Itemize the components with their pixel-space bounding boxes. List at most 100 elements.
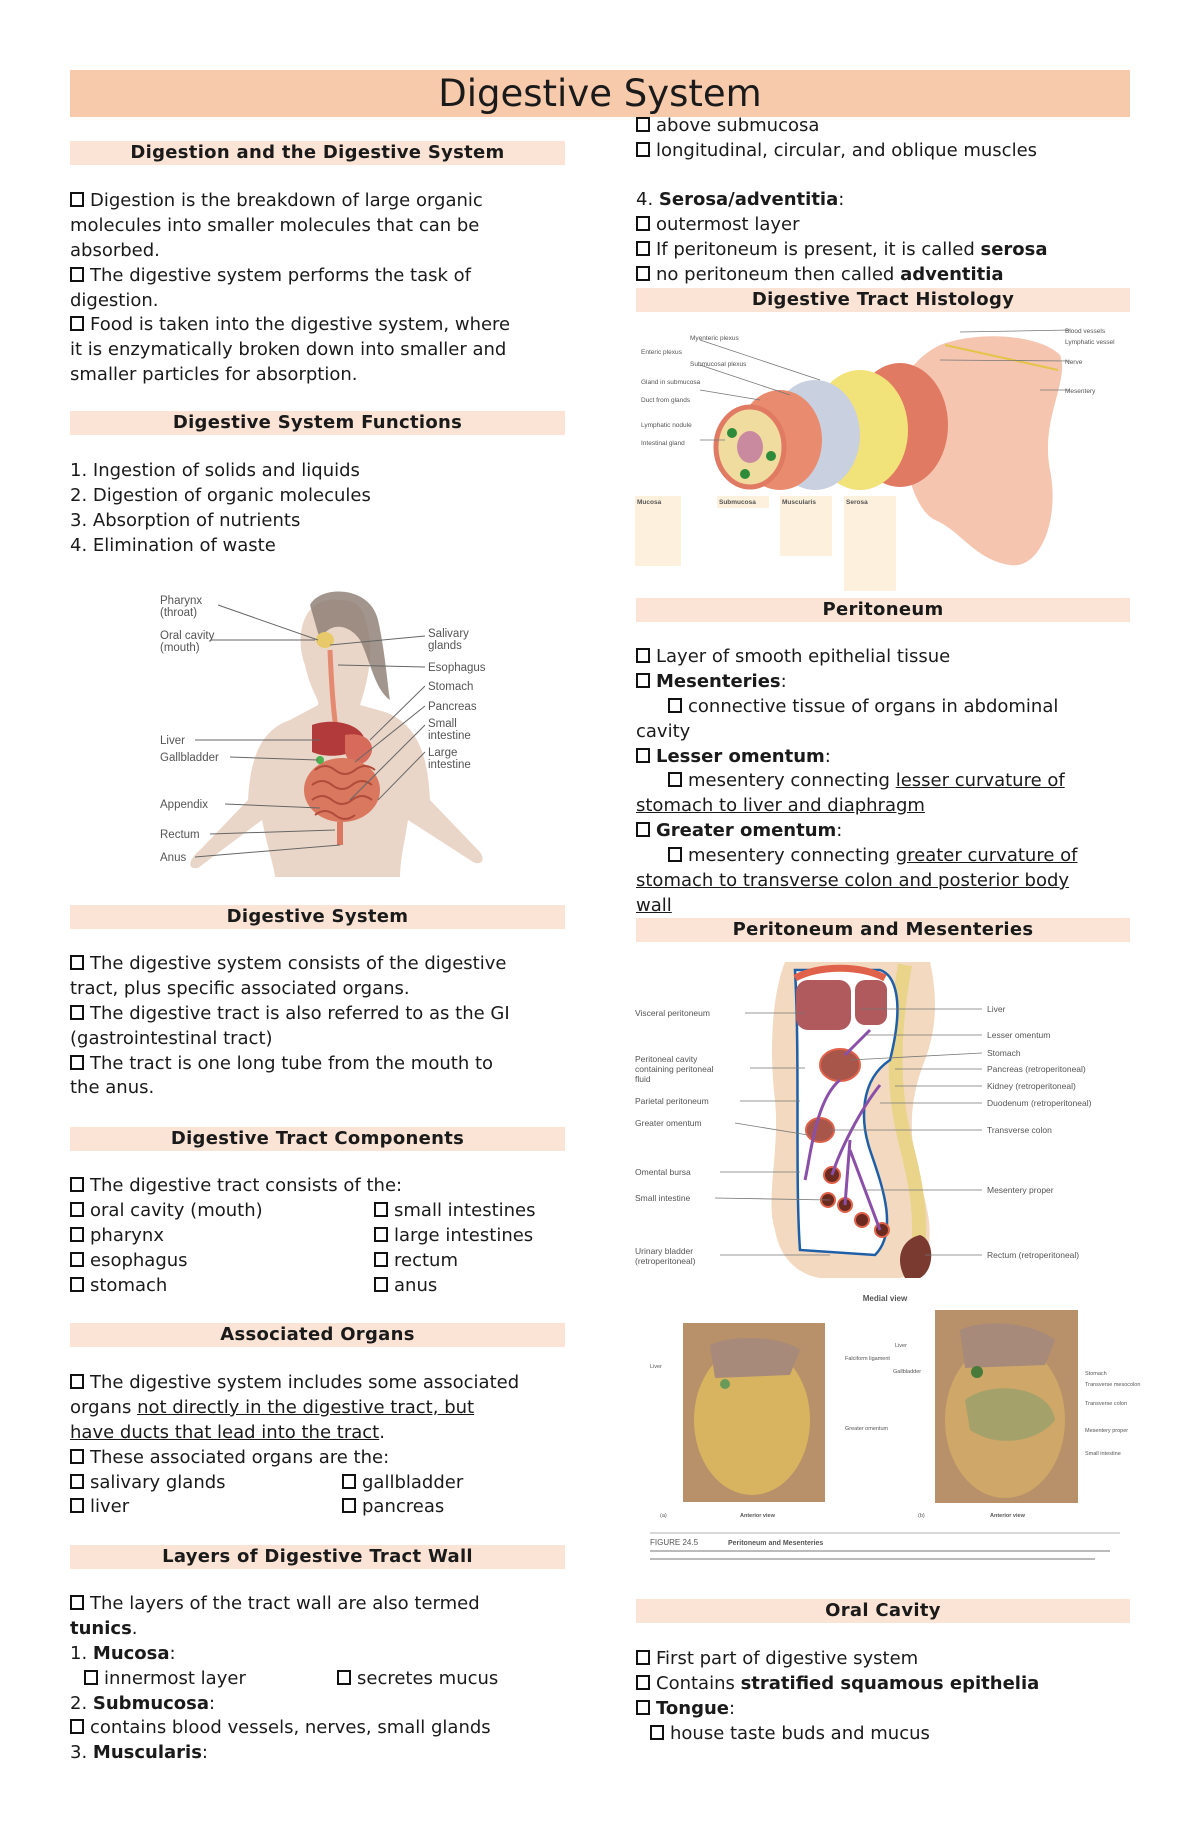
label-appendix: Appendix (160, 799, 208, 811)
text: 1. Ingestion of solids and liquids (70, 460, 360, 481)
bold-text: tunics (70, 1617, 132, 1639)
text: These associated organs are the: (90, 1446, 390, 1468)
label-stomach: Stomach (428, 681, 473, 693)
section-header-associated: Associated Organs (70, 1323, 565, 1347)
checkbox-bullet-icon (70, 1448, 84, 1464)
text-line: the anus. (70, 1076, 565, 1101)
text-line: 4. Serosa/adventitia: (636, 188, 1130, 213)
checkbox-bullet-icon (668, 772, 682, 788)
text: tract, plus specific associated organs. (70, 977, 410, 999)
label-anterior-view-a: Anterior view (740, 1513, 776, 1519)
label-peritoneal-cavity: Peritoneal cavity (635, 1054, 698, 1064)
components-list: The digestive tract consists of the: oral… (70, 1174, 565, 1298)
checkbox-bullet-icon (337, 1669, 351, 1685)
text: anus (394, 1274, 438, 1296)
checkbox-bullet-icon (70, 1201, 84, 1217)
text: 1. (70, 1642, 93, 1664)
text: The digestive tract is also referred to … (90, 1002, 510, 1024)
text: liver (90, 1496, 130, 1518)
checkbox-bullet-icon (636, 822, 650, 838)
text: 3. Absorption of nutrients (70, 509, 301, 531)
text: 2. (70, 1692, 93, 1714)
label-medial-view: Medial view (863, 1294, 908, 1303)
checkbox-bullet-icon (70, 1004, 84, 1020)
label-muscularis: Muscularis (782, 499, 816, 506)
text-line: it is enzymatically broken down into sma… (70, 338, 565, 363)
label-lymphatic-vessel: Lymphatic vessel (1065, 339, 1115, 346)
layers-text: The layers of the tract wall are also te… (70, 1592, 565, 1766)
text-line: oral cavity (mouth)small intestines (70, 1199, 565, 1224)
text-line: 1. Ingestion of solids and liquids (70, 459, 565, 484)
text: : (201, 1742, 208, 1764)
bold-text: serosa (980, 238, 1048, 260)
label-anus: Anus (160, 852, 186, 864)
label-photo-mesentery-proper: Mesentery proper (1085, 1428, 1128, 1434)
digestive-tract-histology-illustration: Myenteric plexus Submucosal plexus Enter… (635, 328, 1115, 591)
label-kidney: Kidney (retroperitoneal) (987, 1081, 1076, 1091)
text-line: wall (636, 894, 1130, 919)
section-header-digestion: Digestion and the Digestive System (70, 141, 565, 165)
label-anterior-view-b: Anterior view (990, 1513, 1026, 1519)
label-panel-a: (a) (660, 1513, 667, 1519)
text-line: mesentery connecting greater curvature o… (636, 844, 1130, 869)
text-line: tract, plus specific associated organs. (70, 977, 565, 1002)
text: . (131, 1617, 138, 1639)
text-line: Tongue: (636, 1697, 1130, 1722)
text: absorbed. (70, 239, 160, 261)
peritoneum-mesenteries-illustration: Visceral peritoneum Peritoneal cavity co… (635, 962, 1140, 1560)
label-photo-transverse-colon: Transverse colon (1085, 1401, 1127, 1407)
figure-caption-title: Peritoneum and Mesenteries (728, 1540, 823, 1547)
checkbox-bullet-icon (374, 1201, 388, 1217)
label-small: Small (428, 718, 457, 730)
checkbox-bullet-icon (70, 1595, 84, 1610)
text: digestion. (70, 289, 159, 311)
label-liver: Liver (987, 1004, 1006, 1014)
label-panel-b: (b) (918, 1513, 925, 1519)
label-duodenum: Duodenum (retroperitoneal) (987, 1098, 1092, 1108)
text-line: (gastrointestinal tract) (70, 1027, 565, 1052)
label-containing-peritoneal: containing peritoneal (635, 1064, 714, 1074)
underlined-text: stomach to transverse colon and posterio… (636, 870, 1070, 892)
label-duct: Duct from glands (641, 397, 691, 404)
text-line: The digestive system consists of the dig… (70, 952, 565, 977)
label-intestinal-gland: Intestinal gland (641, 440, 685, 447)
label-rectum: Rectum (160, 829, 200, 841)
label-pancreas: Pancreas (retroperitoneal) (987, 1064, 1086, 1074)
text: The digestive system consists of the dig… (90, 953, 507, 974)
text: The digestive tract consists of the: (90, 1175, 403, 1196)
text: : (209, 1692, 216, 1714)
text-line: stomach to liver and diaphragm (636, 794, 1130, 819)
text-column-2: large intestines (374, 1224, 533, 1249)
text: longitudinal, circular, and oblique musc… (656, 139, 1038, 161)
text: outermost layer (656, 213, 800, 235)
label-throat: (throat) (160, 607, 197, 619)
label-visceral-peritoneum: Visceral peritoneum (635, 1008, 710, 1018)
label-greater-omentum: Greater omentum (635, 1118, 702, 1128)
section-header-functions: Digestive System Functions (70, 411, 565, 435)
section-header-peritoneum: Peritoneum (636, 598, 1130, 622)
checkbox-bullet-icon (342, 1473, 356, 1489)
checkbox-bullet-icon (70, 1251, 84, 1267)
label-submucosa: Submucosa (719, 499, 756, 506)
text-line: The digestive system performs the task o… (70, 264, 565, 289)
label-stomach: Stomach (987, 1048, 1021, 1058)
text-line: These associated organs are the: (70, 1446, 565, 1471)
text: salivary glands (90, 1471, 226, 1493)
checkbox-bullet-icon (668, 697, 682, 713)
text-line: connective tissue of organs in abdominal (636, 695, 1130, 720)
text: . (379, 1421, 385, 1443)
text-line: Digestion is the breakdown of large orga… (70, 189, 565, 214)
checkbox-bullet-icon (70, 1226, 84, 1242)
label-mouth: (mouth) (160, 642, 200, 654)
text: (gastrointestinal tract) (70, 1027, 273, 1049)
text: 4. Elimination of waste (70, 534, 276, 556)
text-line: molecules into smaller molecules that ca… (70, 214, 565, 239)
text-line: contains blood vessels, nerves, small gl… (70, 1716, 565, 1741)
text-line: outermost layer (636, 213, 1130, 238)
label-submucosal-plexus: Submucosal plexus (690, 361, 747, 368)
text-line: Contains stratified squamous epithelia (636, 1672, 1130, 1697)
label-intestine: intestine (428, 730, 471, 742)
